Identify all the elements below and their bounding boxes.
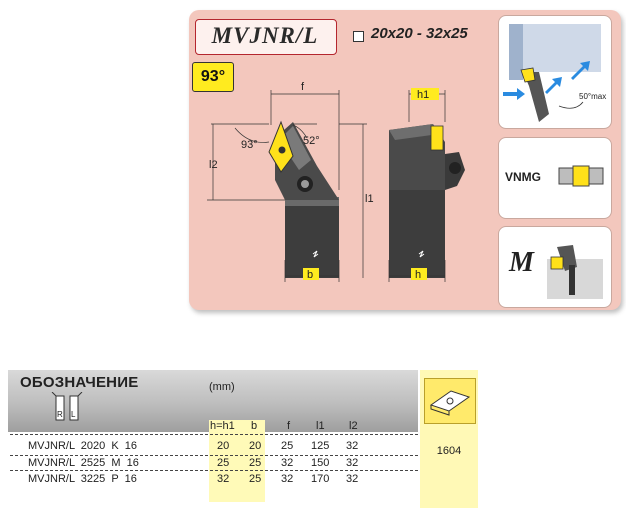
insert-shape-panel: VNMG: [498, 137, 612, 219]
col-f-header: f: [287, 420, 291, 432]
dim-h1-badge: [411, 88, 439, 100]
hand-left-label: L: [71, 410, 76, 419]
row-3-h: 32: [217, 473, 230, 485]
insert-icon-box: [424, 378, 476, 424]
row-1-h: 20: [217, 440, 230, 452]
dim-f-label: f: [301, 81, 305, 93]
col-b-header: b: [251, 420, 258, 432]
row-2-h: 25: [217, 457, 230, 469]
col-l1-header: l1: [316, 420, 325, 432]
row-2-f: 32: [281, 457, 294, 469]
side-view-toolholder: [389, 124, 465, 278]
row-3-code: MVJNR/L 3225 P 16: [28, 473, 137, 485]
clamping-system-code: M: [509, 247, 534, 278]
feed-arrow-up-icon: [571, 61, 590, 80]
insert-rhombus-icon: [429, 390, 471, 416]
col-l2-header: l2: [349, 420, 358, 432]
hand-right-label: R: [57, 410, 63, 419]
insert-shape-code: VNMG: [505, 170, 541, 184]
clamping-system-panel: M: [498, 226, 612, 308]
clamp-icon: [547, 245, 603, 299]
tool-drawing: f l2 l1 93° 52° b h1 h: [207, 81, 465, 282]
row-1-l1: 125: [311, 440, 330, 452]
dim-l2-label: l2: [209, 159, 218, 171]
dim-l1-label: l1: [365, 193, 374, 205]
top-view-toolholder: [268, 120, 339, 278]
dim-b-label: b: [307, 269, 313, 281]
row-3-l1: 170: [311, 473, 330, 485]
row-divider: [10, 434, 418, 435]
row-3-f: 32: [281, 473, 294, 485]
row-divider: [10, 455, 418, 456]
row-divider: [10, 470, 418, 471]
cutting-direction-panel: 50°max: [498, 15, 612, 129]
dim-h-label: h: [415, 269, 421, 281]
designation-heading: ОБОЗНАЧЕНИЕ: [20, 374, 139, 391]
col-h-header: h=h1: [210, 420, 235, 432]
angle-93-label: 93°: [241, 139, 258, 151]
feed-arrow-left-icon: [503, 88, 525, 100]
row-2-b: 25: [249, 457, 262, 469]
dim-h-badge: [411, 268, 427, 280]
angle-52-label: 52°: [303, 135, 320, 147]
row-1-f: 25: [281, 440, 294, 452]
top-view-dimensions: [207, 90, 367, 282]
row-3-b: 25: [249, 473, 262, 485]
row-1-code: MVJNR/L 2020 K 16: [28, 440, 138, 452]
shank-size-range: 20x20 - 32x25: [371, 25, 468, 42]
row-3-l2: 32: [346, 473, 359, 485]
approach-angle-badge: 93°: [192, 62, 234, 92]
feed-arrow-diagonal-icon: [545, 77, 562, 94]
row-2-code: MVJNR/L 2525 M 16: [28, 457, 139, 469]
row-2-l1: 150: [311, 457, 330, 469]
insert-code: 1604: [436, 445, 462, 457]
row-1-b: 20: [249, 440, 262, 452]
dim-b-badge: [303, 268, 319, 280]
square-shank-icon: [353, 31, 364, 42]
right-left-hand-icon: R L: [51, 392, 83, 421]
row-2-l2: 32: [346, 457, 359, 469]
tool-code-box: [195, 19, 337, 55]
tool-code: MVJNR/L: [211, 23, 319, 48]
cutting-direction-diagram: [503, 24, 601, 122]
row-1-l2: 32: [346, 440, 359, 452]
dim-h1-label: h1: [417, 89, 429, 101]
unit-label: (mm): [209, 381, 235, 393]
insert-profile-icon: [558, 165, 604, 187]
highlight-column: [209, 420, 265, 502]
cutting-angle-label: 50°max: [579, 92, 607, 101]
